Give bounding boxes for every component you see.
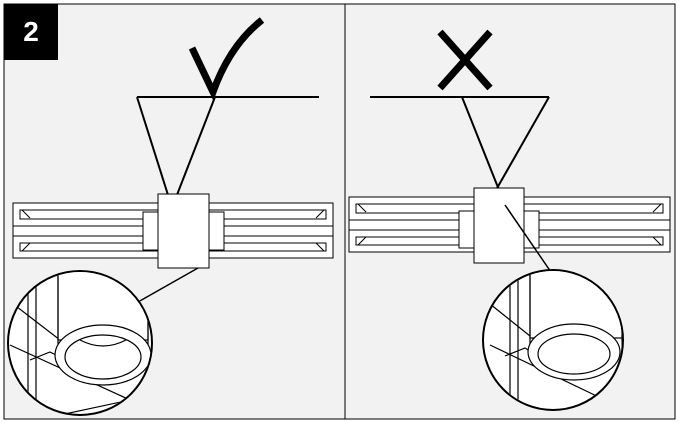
left-end-cap-left — [12, 203, 31, 258]
left-end-cap-right — [315, 203, 334, 258]
right-rail-assembly — [348, 187, 671, 264]
left-rail-assembly — [12, 193, 334, 269]
checkmark-icon — [188, 17, 265, 102]
left-leader-line-2 — [174, 96, 216, 201]
right-leader-line-1 — [495, 96, 550, 191]
step-number-badge: 2 — [4, 4, 58, 60]
right-end-cap-right — [652, 203, 662, 246]
left-slider-head — [157, 193, 210, 269]
step-number: 2 — [23, 16, 39, 47]
cross-icon — [437, 29, 493, 91]
right-leader-line-2 — [461, 96, 506, 206]
right-verdict-group — [370, 29, 550, 206]
right-callout-leader — [504, 204, 554, 276]
left-detail-callout — [7, 267, 199, 416]
right-end-cap-left — [357, 203, 367, 246]
right-detail-callout — [482, 204, 624, 411]
left-callout-leader — [137, 267, 199, 303]
right-slider-head — [473, 187, 525, 264]
